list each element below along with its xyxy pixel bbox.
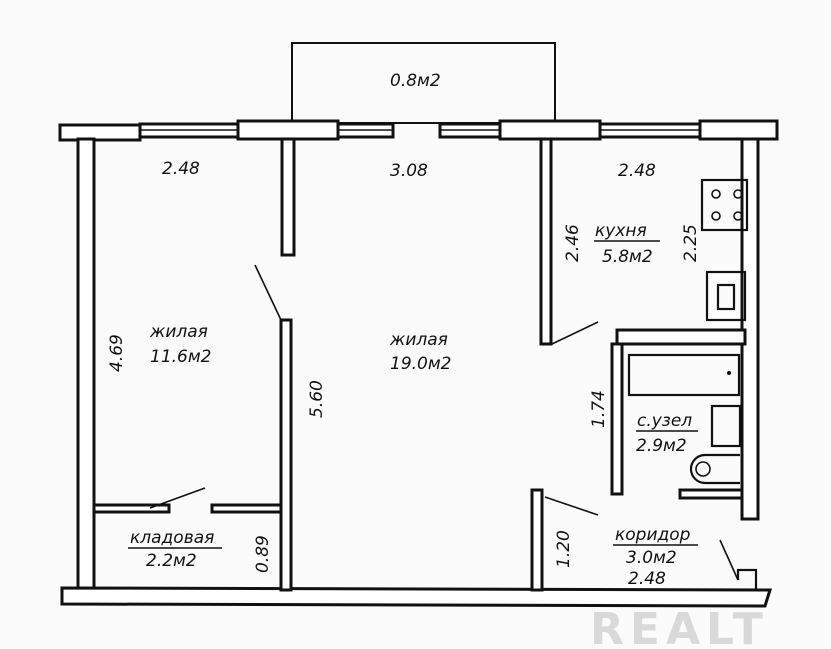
living-large-width: 3.08 [390, 161, 428, 181]
living-small-depth: 4.69 [107, 334, 127, 372]
corridor-depth: 1.20 [554, 530, 574, 568]
living-large-name: жилая [389, 330, 448, 350]
living-large-depth: 5.60 [307, 380, 327, 418]
corridor-width: 2.48 [628, 569, 666, 589]
kitchen-area: 5.8м2 [602, 247, 653, 267]
living-small-area: 11.6м2 [150, 347, 212, 367]
living-small-width: 2.48 [162, 159, 200, 179]
living-small-name: жилая [149, 322, 208, 342]
window [336, 122, 395, 139]
bathtub-icon [627, 353, 741, 397]
stove-icon [700, 178, 749, 232]
toilet-icon [689, 453, 740, 485]
window [598, 122, 702, 139]
storage-area: 2.2м2 [146, 551, 197, 571]
kitchen-depth-left: 2.46 [563, 224, 583, 262]
bathroom-name: с.узел [637, 411, 692, 431]
balcony-area: 0.8м2 [390, 71, 441, 91]
storage-name: кладовая [130, 528, 214, 548]
living-large-area: 19.0м2 [390, 354, 452, 374]
storage-depth: 0.89 [253, 535, 273, 573]
balcony [291, 42, 556, 124]
kitchen-name: кухня [595, 221, 647, 241]
doors [149, 264, 739, 581]
watermark: REALT [590, 604, 769, 649]
washbasin-icon [710, 404, 742, 448]
window [438, 122, 502, 139]
window [138, 122, 240, 139]
sink-icon [705, 270, 747, 322]
bathroom-depth: 1.74 [589, 390, 609, 428]
bathroom-area: 2.9м2 [636, 436, 687, 456]
kitchen-depth-right: 2.25 [681, 224, 701, 262]
kitchen-width: 2.48 [618, 161, 656, 181]
walls [58, 119, 779, 608]
corridor-area: 3.0м2 [626, 548, 677, 568]
corridor-name: коридор [615, 525, 691, 545]
